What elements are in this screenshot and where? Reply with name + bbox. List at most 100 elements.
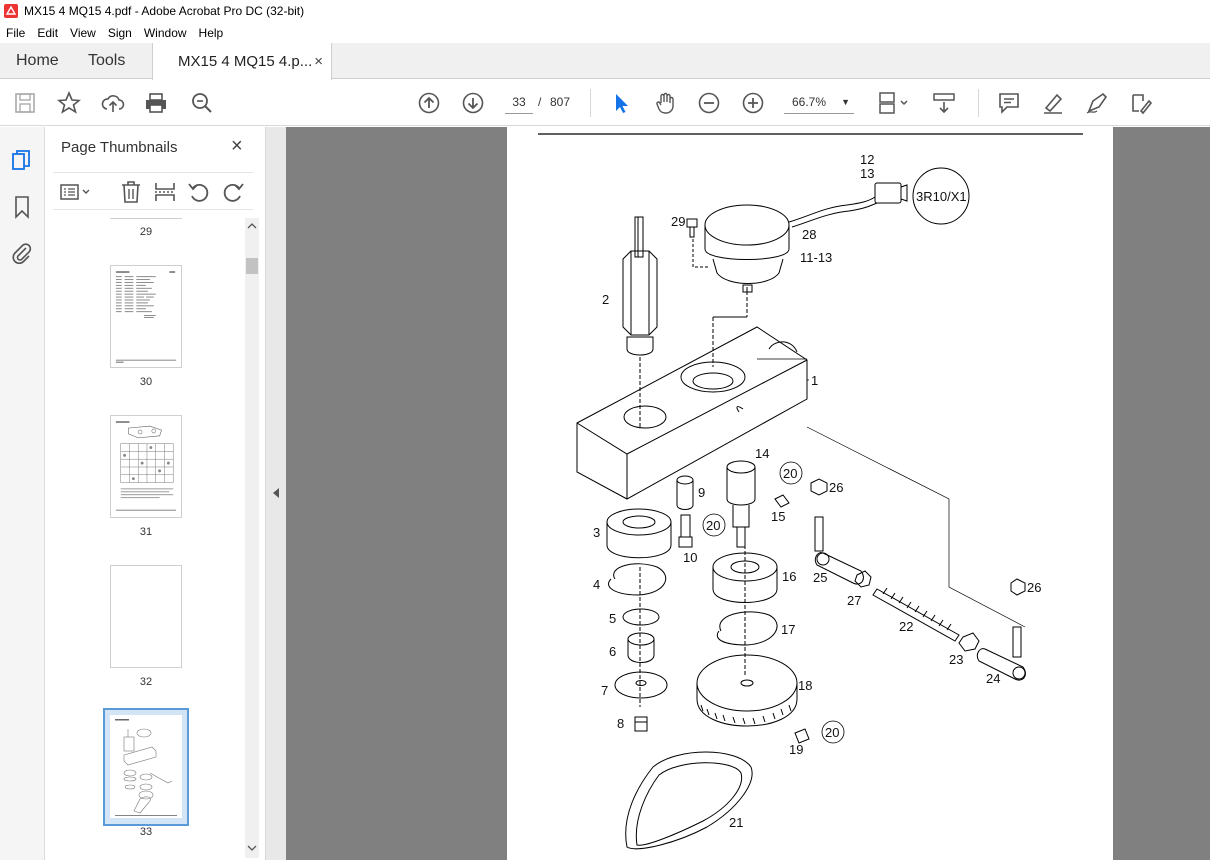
callout-23: 23 <box>949 652 963 667</box>
attachment-icon[interactable] <box>10 241 34 265</box>
callout-20-b: 20 <box>706 518 720 533</box>
menu-bar: File Edit View Sign Window Help <box>0 22 1210 43</box>
bookmark-icon[interactable] <box>10 195 34 219</box>
tab-document-label: MX15 4 MQ15 4.p... <box>178 53 313 70</box>
page-separator: / <box>538 95 542 109</box>
thumbnail-list: 29 <box>53 213 253 858</box>
hand-tool-icon[interactable] <box>653 91 677 115</box>
left-rail <box>0 127 45 860</box>
tab-document[interactable]: MX15 4 MQ15 4.p... × <box>152 43 332 80</box>
zoom-search-icon[interactable] <box>190 91 214 115</box>
zoom-select[interactable]: 66.7% ▼ <box>784 90 854 114</box>
main-toolbar <box>0 80 1210 126</box>
callout-24: 24 <box>986 671 1000 686</box>
thumbnail-label: 31 <box>139 526 153 538</box>
thumbnail-preview <box>115 421 177 511</box>
callout-8: 8 <box>617 716 624 731</box>
menu-file[interactable]: File <box>6 25 26 40</box>
thumbnail-page-31[interactable] <box>110 415 182 518</box>
callout-26: 26 <box>829 480 843 495</box>
thumbnail-page-33-selected[interactable] <box>103 708 189 826</box>
toolbar-divider <box>590 89 591 117</box>
chevron-up-icon[interactable] <box>247 222 257 230</box>
scroll-mode-icon[interactable] <box>932 91 956 115</box>
callout-21: 21 <box>729 815 743 830</box>
callout-9: 9 <box>698 485 705 500</box>
page-fit-icon[interactable] <box>877 91 911 115</box>
callout-4: 4 <box>593 577 600 592</box>
callout-7: 7 <box>601 683 608 698</box>
menu-window[interactable]: Window <box>143 25 187 40</box>
menu-sign[interactable]: Sign <box>107 25 132 40</box>
thumbnail-label: 30 <box>139 376 153 388</box>
acrobat-icon <box>4 4 18 18</box>
document-view[interactable]: 12 13 3R10/X1 29 28 11-13 2 1 14 9 15 26… <box>286 127 1210 860</box>
menu-view[interactable]: View <box>70 25 96 40</box>
collapse-arrow-icon[interactable] <box>272 487 280 499</box>
title-bar: MX15 4 MQ15 4.pdf - Adobe Acrobat Pro DC… <box>0 0 1210 22</box>
page-number-input[interactable]: 33 <box>505 90 533 114</box>
tab-tools[interactable]: Tools <box>88 52 126 69</box>
chevron-down-icon: ▼ <box>841 97 850 107</box>
previous-page-icon[interactable] <box>417 91 441 115</box>
page-total: 807 <box>550 95 571 109</box>
pdf-page: 12 13 3R10/X1 29 28 11-13 2 1 14 9 15 26… <box>507 127 1113 860</box>
thumbnail-page-33 <box>110 715 182 818</box>
thumbnail-label: 29 <box>139 226 153 238</box>
toolbar-divider <box>978 89 979 117</box>
tab-bar: Home Tools MX15 4 MQ15 4.p... × <box>0 43 1210 80</box>
comment-icon[interactable] <box>997 91 1021 115</box>
panel-collapse-handle[interactable] <box>266 127 286 860</box>
thumbnail-options-icon[interactable] <box>59 180 93 204</box>
callout-20: 20 <box>783 466 797 481</box>
connector-label: 3R10/X1 <box>916 189 967 204</box>
menu-edit[interactable]: Edit <box>37 25 59 40</box>
menu-help[interactable]: Help <box>198 25 224 40</box>
callout-14: 14 <box>755 446 769 461</box>
exploded-parts-drawing: 12 13 3R10/X1 29 28 11-13 2 1 14 9 15 26… <box>538 133 1083 850</box>
callout-6: 6 <box>609 644 616 659</box>
cloud-upload-icon[interactable] <box>101 91 125 115</box>
page-thumbnails-icon[interactable] <box>10 148 34 172</box>
panel-title: Page Thumbnails <box>61 139 178 156</box>
callout-10: 10 <box>683 550 697 565</box>
edit-pdf-icon[interactable] <box>1129 91 1153 115</box>
star-icon[interactable] <box>57 91 81 115</box>
thumbnail-page-29[interactable] <box>110 213 182 219</box>
tab-home[interactable]: Home <box>16 52 59 69</box>
thumbnail-scrollbar[interactable] <box>245 218 259 858</box>
callout-5: 5 <box>609 611 616 626</box>
panel-toolbar <box>53 172 253 210</box>
callout-28: 28 <box>802 227 816 242</box>
select-cursor-icon[interactable] <box>609 91 633 115</box>
rotate-right-icon[interactable] <box>221 180 245 204</box>
thumbnail-preview <box>115 271 177 363</box>
save-icon[interactable] <box>13 91 37 115</box>
thumbnail-label: 33 <box>139 826 153 838</box>
thumbnail-page-30[interactable] <box>110 265 182 368</box>
callout-27: 27 <box>847 593 861 608</box>
print-icon[interactable] <box>144 91 168 115</box>
callout-26-b: 26 <box>1027 580 1041 595</box>
highlight-pen-icon[interactable] <box>1041 91 1065 115</box>
callout-11-13: 11-13 <box>800 250 832 265</box>
chevron-down-icon[interactable] <box>247 844 257 852</box>
close-panel-icon[interactable]: × <box>231 135 243 157</box>
zoom-out-icon[interactable] <box>697 91 721 115</box>
zoom-in-icon[interactable] <box>741 91 765 115</box>
callout-19: 19 <box>789 742 803 757</box>
delete-icon[interactable] <box>119 180 143 204</box>
tab-close-icon[interactable]: × <box>314 53 323 70</box>
next-page-icon[interactable] <box>461 91 485 115</box>
callout-29: 29 <box>671 214 685 229</box>
window-title: MX15 4 MQ15 4.pdf - Adobe Acrobat Pro DC… <box>24 4 305 18</box>
callout-2: 2 <box>602 292 609 307</box>
scrollbar-thumb[interactable] <box>246 258 258 274</box>
extract-page-icon[interactable] <box>153 180 177 204</box>
rotate-left-icon[interactable] <box>187 180 211 204</box>
callout-15: 15 <box>771 509 785 524</box>
sign-pen-icon[interactable] <box>1085 91 1109 115</box>
thumbnail-page-32[interactable] <box>110 565 182 668</box>
callout-18: 18 <box>798 678 812 693</box>
thumbnail-label: 32 <box>139 676 153 688</box>
